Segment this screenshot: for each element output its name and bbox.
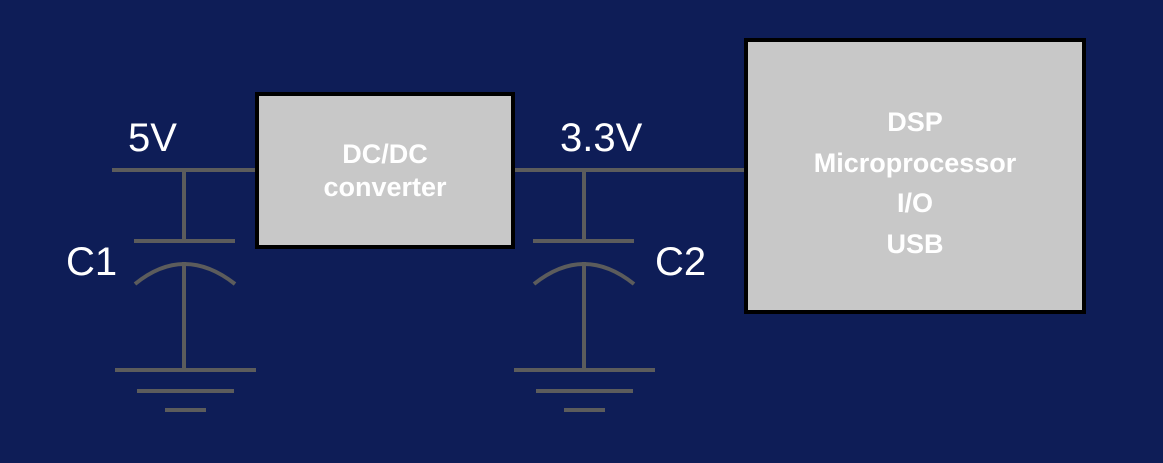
output-voltage-label: 3.3V [560, 116, 643, 160]
processor-line-usb: USB [886, 228, 944, 259]
converter-line-2: converter [323, 171, 447, 202]
input-voltage-label: 5V [128, 116, 177, 160]
capacitor-c2-symbol [532, 170, 636, 370]
processor-line-dsp: DSP [887, 107, 943, 137]
capacitor-c1-label: C1 [66, 240, 118, 284]
converter-line-1: DC/DC [342, 139, 428, 170]
ground-c2-symbol [514, 368, 655, 412]
processor-line-io: I/O [896, 188, 933, 218]
ground-c1-symbol [115, 368, 256, 412]
capacitor-c1-symbol [133, 170, 237, 370]
dc-dc-converter-block: DC/DC converter [255, 92, 515, 249]
processor-line-microprocessor: Microprocessor [813, 147, 1017, 178]
capacitor-c2-label: C2 [655, 240, 707, 284]
processor-block: DSP Microprocessor I/O USB [744, 38, 1086, 314]
